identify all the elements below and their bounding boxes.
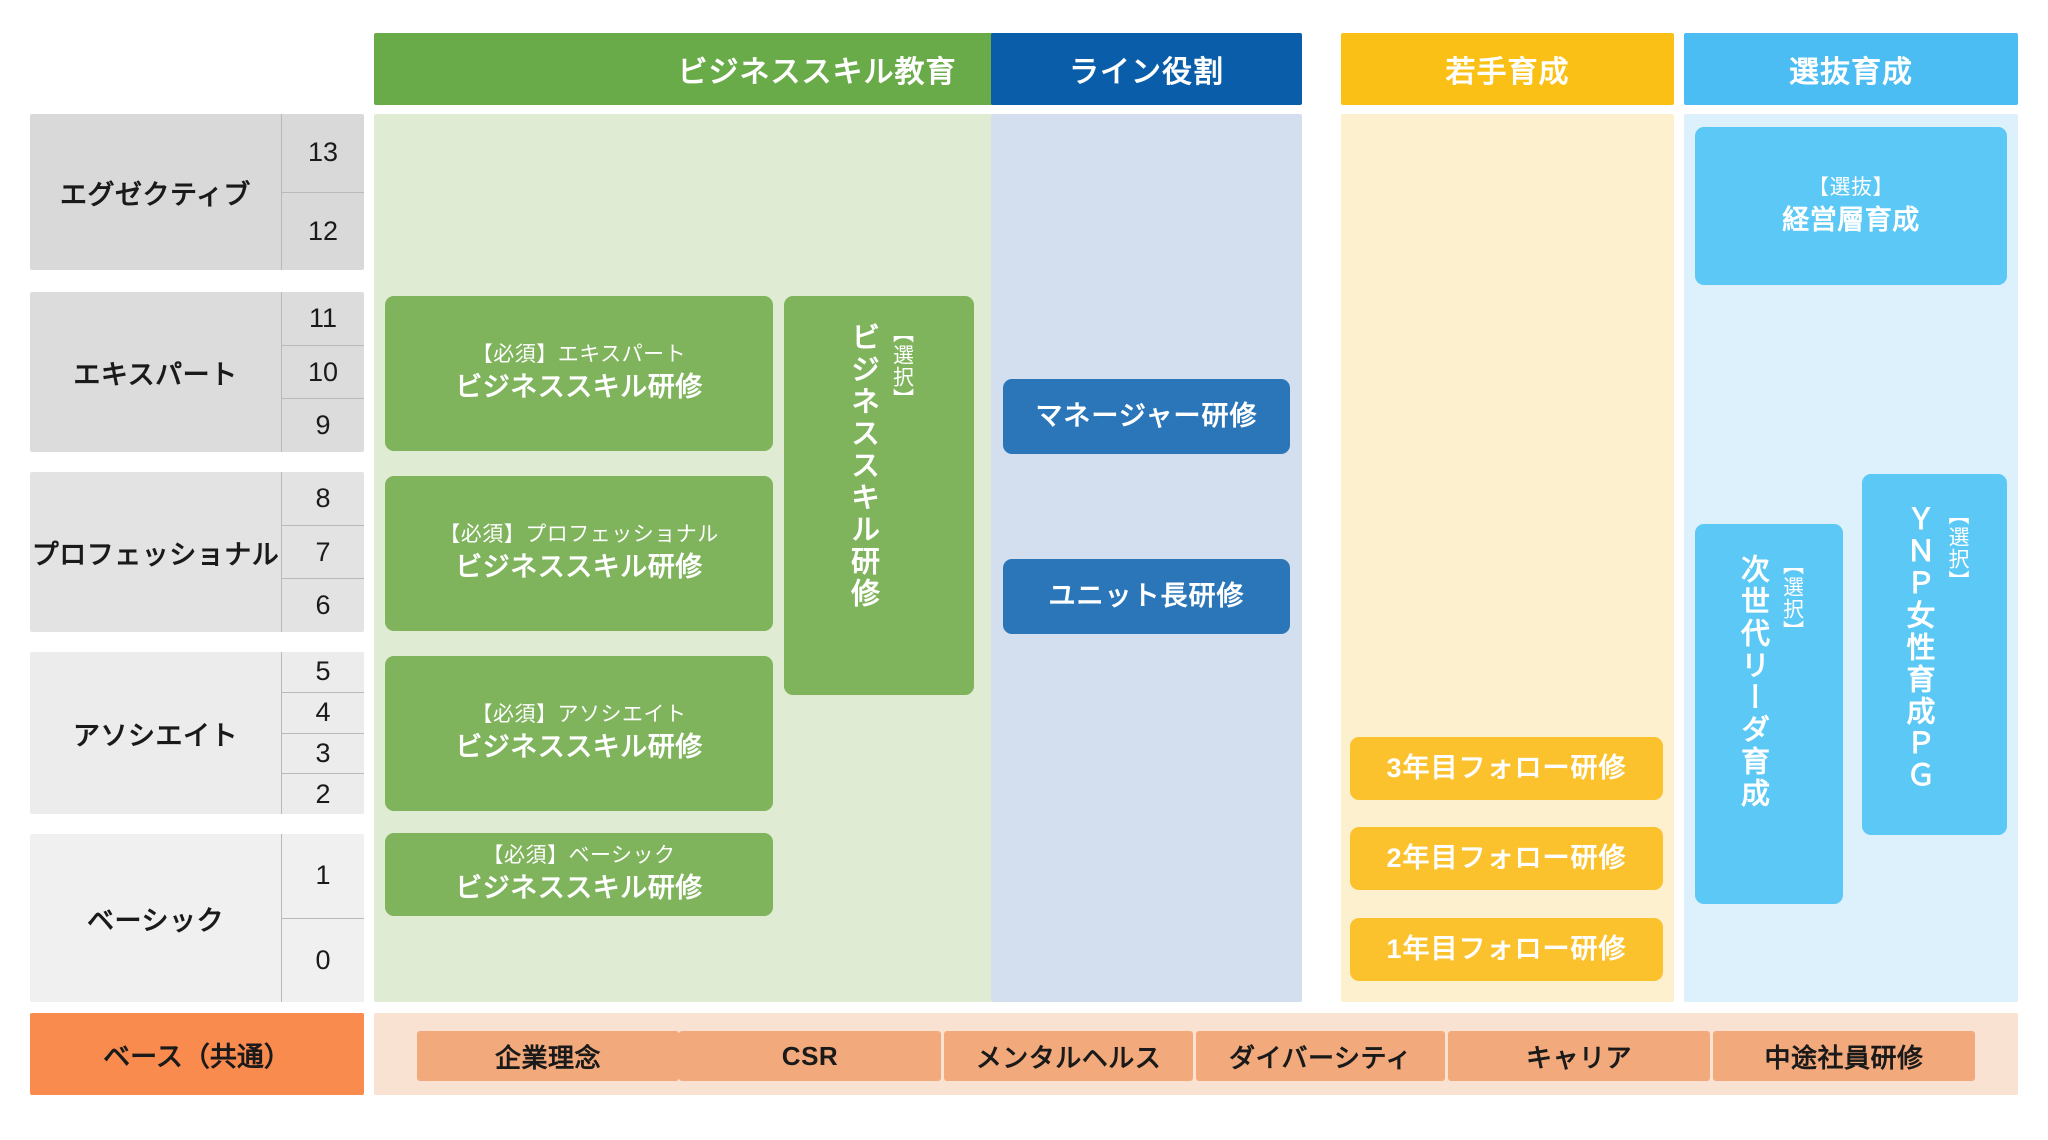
grade-level: 8 — [282, 472, 364, 526]
grade-level: 1 — [282, 834, 364, 919]
grade-level: 6 — [315, 590, 331, 621]
grade-level-list: 8 7 6 — [281, 472, 364, 632]
chip-title: ビジネススキル研修 — [846, 322, 879, 610]
chip-title: 3年目フォロー研修 — [1386, 752, 1627, 783]
base-chip-mental-health[interactable]: メンタルヘルス — [944, 1031, 1193, 1081]
base-chip-csr[interactable]: CSR — [679, 1031, 941, 1081]
base-chip-diversity[interactable]: ダイバーシティ — [1196, 1031, 1445, 1081]
column-header-line-role-main[interactable]: ライン役割 — [991, 33, 1302, 105]
grade-level: 0 — [315, 944, 331, 975]
base-row-label: ベース（共通） — [30, 1013, 364, 1095]
program-chip-year3-follow-training[interactable]: 3年目フォロー研修 — [1350, 737, 1663, 800]
chip-title: マネージャー研修 — [1035, 400, 1258, 431]
grade-level-list: 13 12 — [281, 114, 364, 270]
column-header-selective[interactable]: 選抜育成 — [1684, 33, 2018, 105]
base-chip-career[interactable]: キャリア — [1448, 1031, 1710, 1081]
program-chip-unit-leader-training[interactable]: ユニット長研修 — [1003, 559, 1290, 634]
grade-band-professional: プロフェッショナル 8 7 6 — [30, 472, 364, 632]
grade-level: 3 — [282, 734, 364, 775]
chip-subtitle: 【必須】プロフェッショナル — [439, 523, 719, 546]
chip-title: 1年目フォロー研修 — [1386, 933, 1627, 964]
column-header-young-talent[interactable]: 若手育成 — [1341, 33, 1674, 105]
chip-title: ビジネススキル研修 — [455, 732, 703, 763]
grade-level: 12 — [307, 215, 339, 246]
grade-level: 13 — [282, 114, 364, 193]
base-chip-midcareer-training[interactable]: 中途社員研修 — [1713, 1031, 1975, 1081]
grade-level: 10 — [282, 346, 364, 400]
program-chip-year2-follow-training[interactable]: 2年目フォロー研修 — [1350, 827, 1663, 890]
grade-name: プロフェッショナル — [31, 539, 280, 570]
program-chip-basic-business-skill[interactable]: 【必須】ベーシック ビジネススキル研修 — [385, 833, 773, 916]
grade-band-executive: エグゼクティブ 13 12 — [30, 114, 364, 270]
grade-level: 9 — [315, 410, 331, 441]
column-panel-line-role — [991, 114, 1302, 1002]
grade-band-associate: アソシエイト 5 4 3 2 — [30, 652, 364, 814]
grade-name: アソシエイト — [73, 720, 238, 751]
grade-band-basic: ベーシック 1 0 — [30, 834, 364, 1002]
program-chip-ynp-women-development[interactable]: 【選択】 ＹＮＰ女性育成ＰＧ — [1862, 474, 2007, 835]
grade-level-list: 5 4 3 2 — [281, 652, 364, 814]
grade-level-list: 11 10 9 — [281, 292, 364, 452]
chip-subtitle: 【選択】 — [1946, 504, 1969, 592]
chip-subtitle: 【必須】ベーシック — [482, 844, 676, 867]
chip-title: ビジネススキル研修 — [455, 552, 703, 583]
chip-title: 経営層育成 — [1782, 204, 1920, 235]
grade-level: 11 — [282, 292, 364, 346]
program-chip-professional-business-skill[interactable]: 【必須】プロフェッショナル ビジネススキル研修 — [385, 476, 773, 631]
chip-title: 次世代リーダ育成 — [1736, 554, 1769, 810]
grade-band-expert: エキスパート 11 10 9 — [30, 292, 364, 452]
chip-subtitle: 【選択】 — [890, 322, 914, 410]
grade-level-list: 1 0 — [281, 834, 364, 1002]
chip-subtitle: 【選択】 — [1780, 554, 1804, 642]
grade-level: 4 — [282, 693, 364, 734]
program-chip-manager-training[interactable]: マネージャー研修 — [1003, 379, 1290, 454]
program-chip-expert-business-skill[interactable]: 【必須】エキスパート ビジネススキル研修 — [385, 296, 773, 451]
grade-name: ベーシック — [87, 905, 224, 936]
chip-title: ビジネススキル研修 — [455, 372, 703, 403]
program-chip-associate-business-skill[interactable]: 【必須】アソシエイト ビジネススキル研修 — [385, 656, 773, 811]
grade-level: 7 — [282, 526, 364, 580]
grade-level: 5 — [282, 652, 364, 693]
program-chip-next-generation-leader[interactable]: 【選択】 次世代リーダ育成 — [1695, 524, 1843, 904]
program-chip-elective-business-skill[interactable]: 【選択】 ビジネススキル研修 — [784, 296, 974, 695]
chip-subtitle: 【選抜】 — [1808, 175, 1894, 199]
grade-name: エグゼクティブ — [60, 179, 251, 210]
grade-name: エキスパート — [73, 359, 238, 390]
program-chip-executive-development[interactable]: 【選抜】 経営層育成 — [1695, 127, 2007, 285]
program-chip-year1-follow-training[interactable]: 1年目フォロー研修 — [1350, 918, 1663, 981]
chip-title: ＹＮＰ女性育成ＰＧ — [1902, 504, 1934, 792]
base-chip-corporate-philosophy[interactable]: 企業理念 — [417, 1031, 679, 1081]
chip-title: ユニット長研修 — [1048, 580, 1245, 611]
chip-subtitle: 【必須】アソシエイト — [471, 703, 687, 726]
chip-title: 2年目フォロー研修 — [1386, 842, 1627, 873]
chip-title: ビジネススキル研修 — [455, 873, 703, 904]
chip-subtitle: 【必須】エキスパート — [471, 343, 687, 366]
grade-level: 2 — [315, 778, 331, 809]
